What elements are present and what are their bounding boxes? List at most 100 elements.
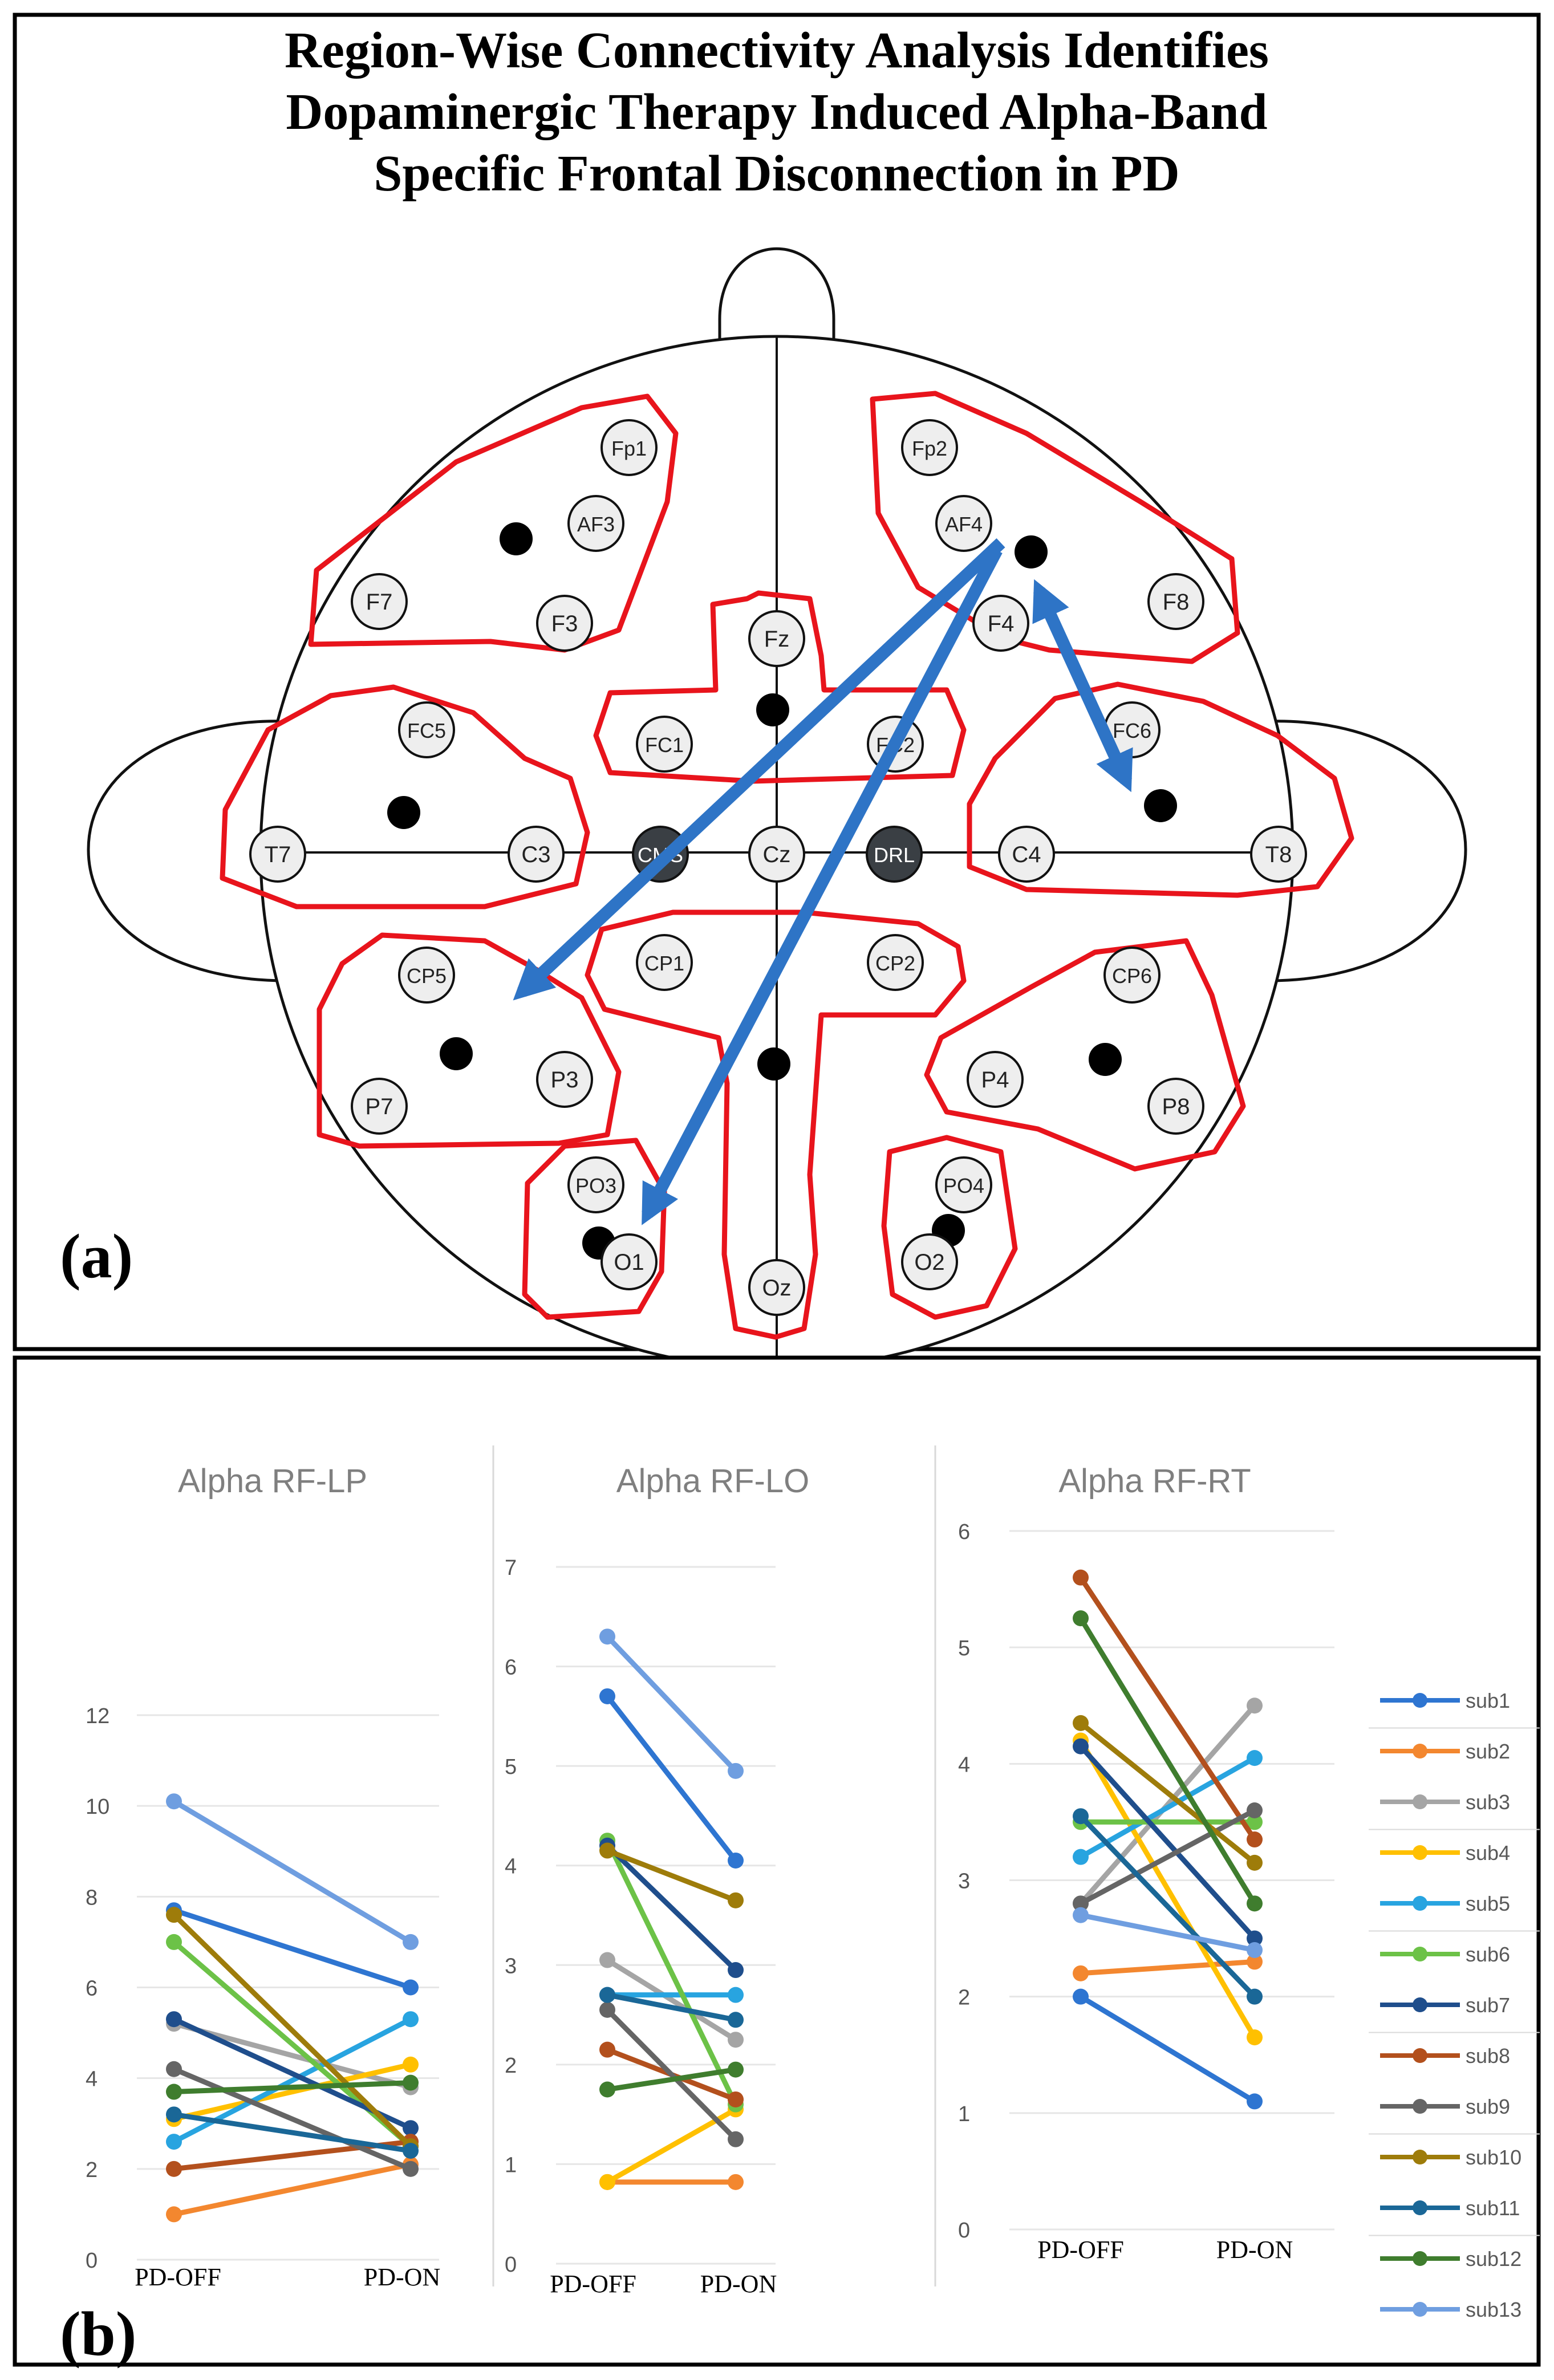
y-tick-label: 2	[505, 2054, 517, 2078]
series-line	[171, 2062, 413, 2122]
y-tick-label: 0	[505, 2253, 517, 2277]
electrode-cp2: CP2	[867, 934, 924, 991]
legend-swatch-marker	[1413, 2150, 1427, 2164]
data-point	[728, 1852, 744, 1869]
electrode-marker	[567, 495, 624, 552]
centroid-left-temporal	[387, 796, 420, 829]
electrode-fz: Fz	[748, 610, 805, 667]
electrode-label: C4	[1012, 842, 1041, 867]
legend-item-sub9: sub9	[1369, 2095, 1540, 2135]
data-point	[166, 2206, 182, 2223]
electrode-p8: P8	[1147, 1078, 1204, 1135]
electrode-marker	[536, 1051, 593, 1108]
data-point	[403, 2160, 419, 2177]
electrode-label: CP1	[644, 952, 684, 975]
y-tick-label: 6	[958, 1520, 970, 1544]
electrode-label: FC6	[1113, 719, 1151, 742]
electrode-marker	[636, 716, 693, 773]
series-line	[604, 1693, 739, 1863]
data-point	[166, 2011, 182, 2028]
y-tick-label: 6	[86, 1977, 98, 2001]
y-tick-label: 0	[86, 2249, 98, 2273]
data-point	[1073, 1907, 1089, 1923]
series-sub9	[166, 2061, 419, 2177]
electrode-label: PO3	[575, 1174, 616, 1197]
series-line	[1078, 1615, 1257, 1906]
data-point	[403, 1979, 419, 1996]
legend-swatch-marker	[1413, 1896, 1427, 1911]
legend-swatch-marker	[1413, 1997, 1427, 2012]
data-point	[1247, 1942, 1263, 1958]
region-centroids	[387, 522, 1177, 1260]
y-tick-label: 1	[958, 2102, 970, 2126]
electrode-fc5: FC5	[398, 701, 455, 758]
series-line	[604, 1838, 739, 2107]
data-point	[1247, 1895, 1263, 1912]
data-point	[728, 2032, 744, 2048]
series-sub1	[1073, 1988, 1263, 2110]
data-point	[599, 2041, 615, 2058]
electrode-label: F7	[366, 590, 393, 615]
electrode-label: F3	[551, 611, 578, 636]
electrode-o2: O2	[901, 1233, 958, 1290]
y-tick-label: 5	[505, 1755, 517, 1779]
panel-a: Region-Wise Connectivity Analysis Identi…	[13, 13, 1541, 1370]
chart-title: Alpha RF-LO	[616, 1463, 809, 1500]
electrode-p3: P3	[536, 1051, 593, 1108]
electrode-label: CP6	[1112, 964, 1152, 988]
series-sub12	[1073, 1610, 1263, 1912]
data-point	[1247, 2029, 1263, 2046]
region-right-occipital	[881, 1135, 1018, 1320]
electrode-cp6: CP6	[1103, 947, 1161, 1004]
data-point	[728, 1892, 744, 1908]
legend-swatch-marker	[1413, 2302, 1427, 2317]
electrode-marker	[600, 419, 658, 476]
legend-label: sub6	[1466, 1943, 1510, 1966]
centroid-right-temporal	[1144, 789, 1177, 822]
data-point	[1247, 1802, 1263, 1818]
centroid-left-parietal	[440, 1037, 473, 1070]
arrow-rf-to-lp	[513, 538, 1005, 1001]
series-line	[171, 2066, 413, 2172]
series-sub10	[599, 1842, 744, 1908]
series-line	[171, 2080, 413, 2095]
electrode-t7: T7	[249, 826, 306, 883]
legend-label: sub8	[1466, 2044, 1510, 2068]
data-point	[166, 1793, 182, 1810]
series-sub11	[599, 1987, 744, 2028]
series-line	[1078, 1720, 1257, 1866]
electrode-label: P8	[1162, 1094, 1190, 1119]
electrode-label: CP5	[407, 964, 447, 988]
electrode-label: P3	[551, 1067, 579, 1092]
electrode-label: DRL	[874, 843, 915, 867]
y-tick-label: 2	[958, 1986, 970, 2010]
centroid-left-frontal	[500, 522, 533, 555]
data-point	[403, 2011, 419, 2028]
data-point	[1073, 1808, 1089, 1825]
legend-item-sub4: sub4	[1380, 1841, 1510, 1865]
electrode-marker	[967, 1051, 1024, 1108]
data-point	[1073, 1965, 1089, 1981]
chart-legend: sub1sub2sub3sub4sub5sub6sub7sub8sub9sub1…	[1369, 1689, 1540, 2321]
electrode-c4: C4	[998, 826, 1055, 883]
electrode-label: Fz	[764, 627, 789, 652]
region-left-temporal	[220, 684, 590, 909]
data-point	[1247, 1814, 1263, 1830]
series-line	[1078, 1813, 1257, 2000]
series-line	[171, 1798, 413, 1945]
legend-label: sub11	[1466, 2196, 1520, 2220]
series-line	[1078, 1912, 1257, 1953]
legend-label: sub13	[1466, 2298, 1521, 2321]
figure-title-line-1: Region-Wise Connectivity Analysis Identi…	[285, 22, 1269, 79]
electrode-marker	[351, 573, 408, 630]
region-midline-parietal	[585, 909, 967, 1340]
y-tick-label: 0	[958, 2219, 970, 2243]
legend-label: sub3	[1466, 1790, 1510, 1814]
y-tick-label: 8	[86, 1886, 98, 1910]
legend-item-sub5: sub5	[1369, 1892, 1540, 1932]
region-left-frontal	[308, 393, 679, 653]
x-category-label: PD-OFF	[135, 2263, 221, 2291]
data-point	[1247, 1854, 1263, 1871]
data-point	[599, 2081, 615, 2098]
